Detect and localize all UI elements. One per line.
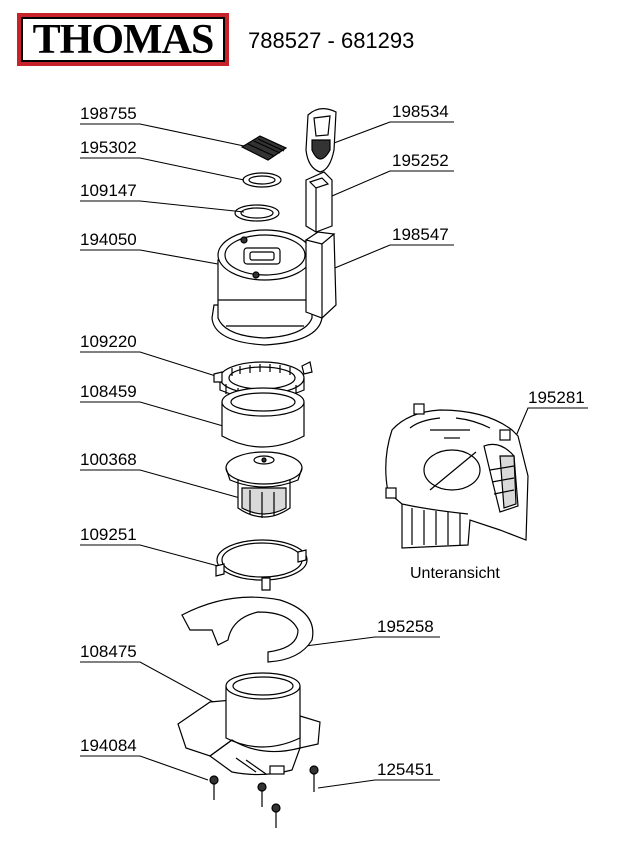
leader-108475 xyxy=(80,661,229,711)
part-label: 109251 xyxy=(80,525,137,544)
ribbed-ring-drawing xyxy=(213,361,313,400)
filter-grid-drawing xyxy=(240,135,288,161)
leader-125451 xyxy=(317,779,440,789)
bottom-view-caption: Unteransicht xyxy=(410,565,500,582)
nozzle-drawing xyxy=(305,108,337,173)
leader-198534 xyxy=(325,121,454,147)
screws-194084-drawing xyxy=(209,775,281,828)
sleeve-drawing xyxy=(305,171,333,233)
part-label: 108459 xyxy=(80,382,137,401)
motor-drawing xyxy=(225,451,303,518)
main-housing-drawing xyxy=(211,229,323,346)
handle-tower-drawing xyxy=(304,231,337,319)
leader-195258 xyxy=(289,636,440,649)
leader-100368 xyxy=(80,469,241,499)
leader-195302 xyxy=(80,157,245,181)
model-numbers: 788527 - 681293 xyxy=(248,28,415,53)
part-label: 195258 xyxy=(377,617,434,636)
leader-195281 xyxy=(509,407,588,451)
part-label: 109220 xyxy=(80,332,137,351)
brand-logo-text: THOMAS xyxy=(32,16,215,63)
bottom-view-drawing xyxy=(385,403,529,549)
part-label: 195302 xyxy=(80,138,137,157)
c-plate-drawing xyxy=(181,596,314,663)
part-labels: 198755 195302 109147 194050 198534 19525… xyxy=(80,102,585,779)
leader-195252 xyxy=(331,170,454,197)
leader-109220 xyxy=(80,351,223,379)
base-housing-drawing xyxy=(177,672,321,776)
leader-198755 xyxy=(80,123,245,147)
part-label: 194084 xyxy=(80,736,137,755)
leader-109147 xyxy=(80,200,245,213)
part-label: 195281 xyxy=(528,388,585,407)
leader-194050 xyxy=(80,249,241,269)
seal-small-drawing xyxy=(242,172,282,188)
mount-ring-drawing xyxy=(215,539,308,591)
motor-sleeve-drawing xyxy=(221,387,305,448)
part-label: 109147 xyxy=(80,181,137,200)
screw-125451-drawing xyxy=(309,765,319,792)
leader-lines xyxy=(80,121,588,789)
leader-109251 xyxy=(80,544,219,567)
leader-108459 xyxy=(80,401,231,429)
leader-198547 xyxy=(329,244,454,271)
part-label: 198755 xyxy=(80,104,137,123)
part-label: 195252 xyxy=(392,151,449,170)
part-label: 198534 xyxy=(392,102,449,121)
brand-logo: THOMAS xyxy=(17,13,229,66)
part-label: 108475 xyxy=(80,642,137,661)
leader-194084 xyxy=(80,755,209,781)
part-label: 100368 xyxy=(80,450,137,469)
part-label: 194050 xyxy=(80,230,137,249)
part-label: 125451 xyxy=(377,760,434,779)
part-label: 198547 xyxy=(392,225,449,244)
gasket-drawing xyxy=(234,204,280,222)
